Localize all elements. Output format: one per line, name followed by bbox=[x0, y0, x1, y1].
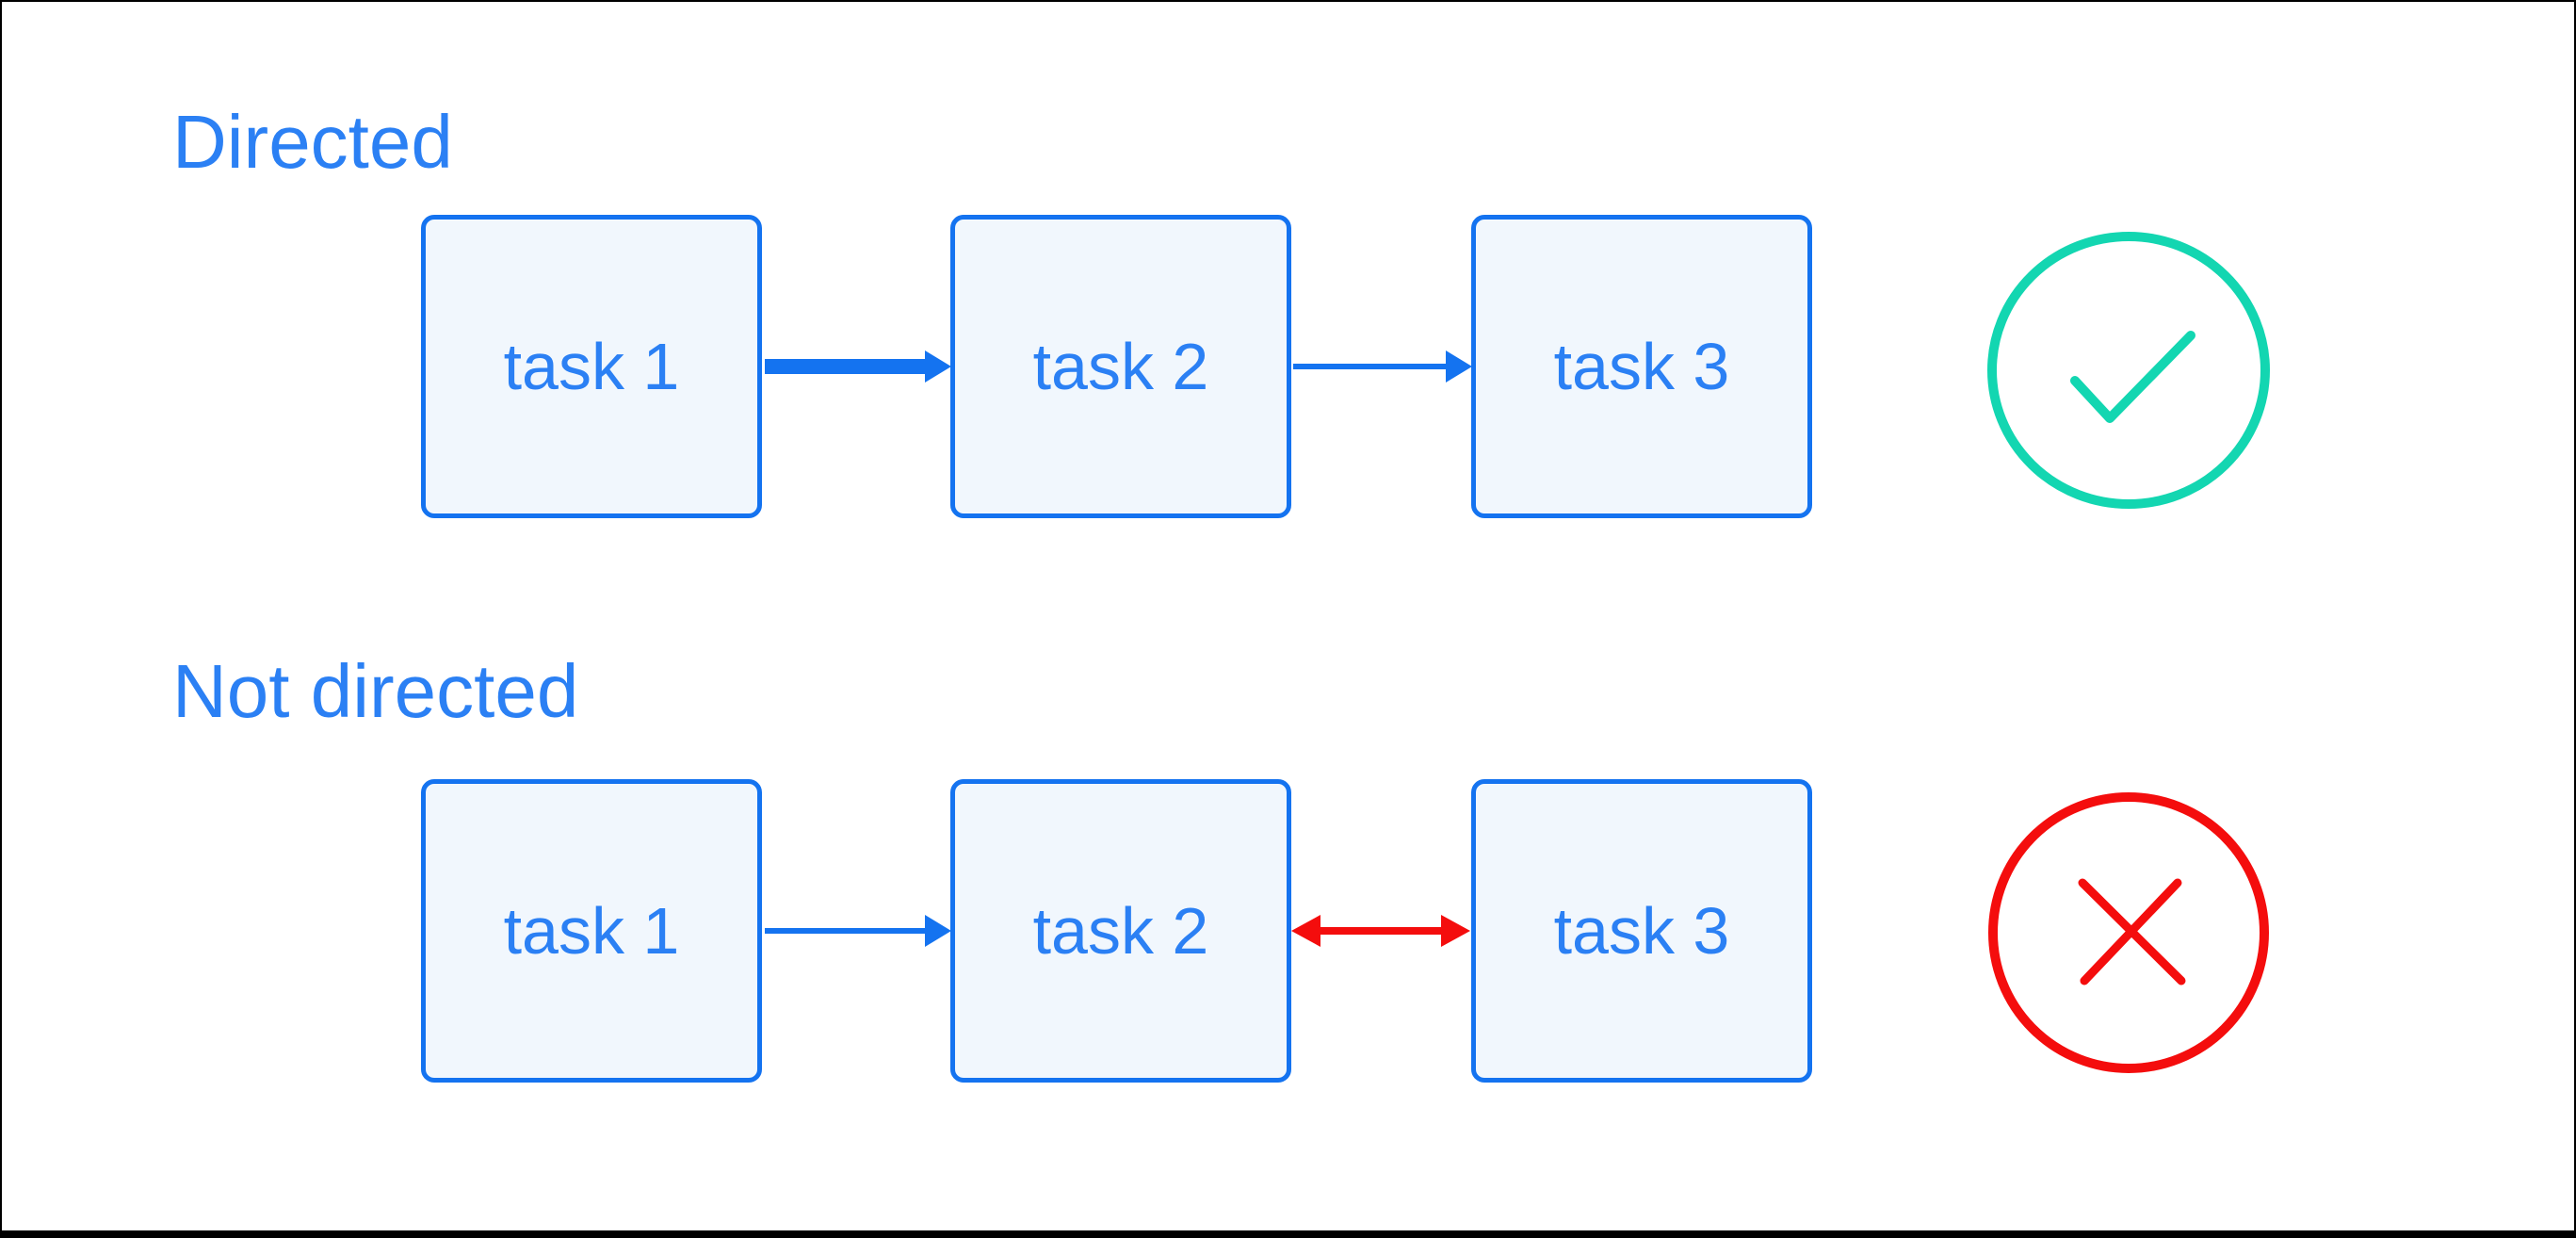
double-arrow-not-directed-task2-task3 bbox=[1291, 915, 1470, 947]
double-arrow-left-head-icon bbox=[1291, 915, 1320, 947]
directed-task-1-box: task 1 bbox=[421, 215, 762, 518]
not-directed-task-1-box: task 1 bbox=[421, 779, 762, 1083]
not-directed-task-2-box: task 2 bbox=[950, 779, 1291, 1083]
not-directed-task-1-label: task 1 bbox=[503, 894, 680, 968]
not-directed-task-3-box: task 3 bbox=[1471, 779, 1812, 1083]
not-directed-task-3-label: task 3 bbox=[1553, 894, 1730, 968]
double-arrow-right-head-icon bbox=[1441, 915, 1470, 947]
cross-circle-icon bbox=[1988, 792, 2269, 1073]
directed-section-label: Directed bbox=[172, 100, 453, 184]
arrow-head-icon bbox=[1446, 350, 1472, 383]
arrow-not-directed-task1-task2 bbox=[765, 915, 951, 947]
check-mark bbox=[2070, 331, 2195, 423]
check-circle-ring bbox=[1987, 232, 2270, 509]
cross-circle-ring bbox=[1988, 792, 2269, 1073]
directed-task-3-box: task 3 bbox=[1471, 215, 1812, 518]
directed-task-3-label: task 3 bbox=[1553, 330, 1730, 403]
arrow-directed-task1-task2 bbox=[765, 350, 951, 383]
arrow-directed-task2-task3 bbox=[1293, 350, 1472, 383]
not-directed-section-label: Not directed bbox=[172, 649, 579, 733]
directed-task-2-label: task 2 bbox=[1032, 330, 1209, 403]
cross-line-2 bbox=[2080, 878, 2182, 986]
not-directed-task-2-label: task 2 bbox=[1032, 894, 1209, 968]
arrow-head-icon bbox=[925, 915, 951, 947]
directed-task-1-label: task 1 bbox=[503, 330, 680, 403]
cross-line-1 bbox=[2078, 878, 2186, 986]
arrow-head-icon bbox=[925, 350, 951, 383]
directed-task-2-box: task 2 bbox=[950, 215, 1291, 518]
check-circle-icon bbox=[1987, 232, 2270, 509]
